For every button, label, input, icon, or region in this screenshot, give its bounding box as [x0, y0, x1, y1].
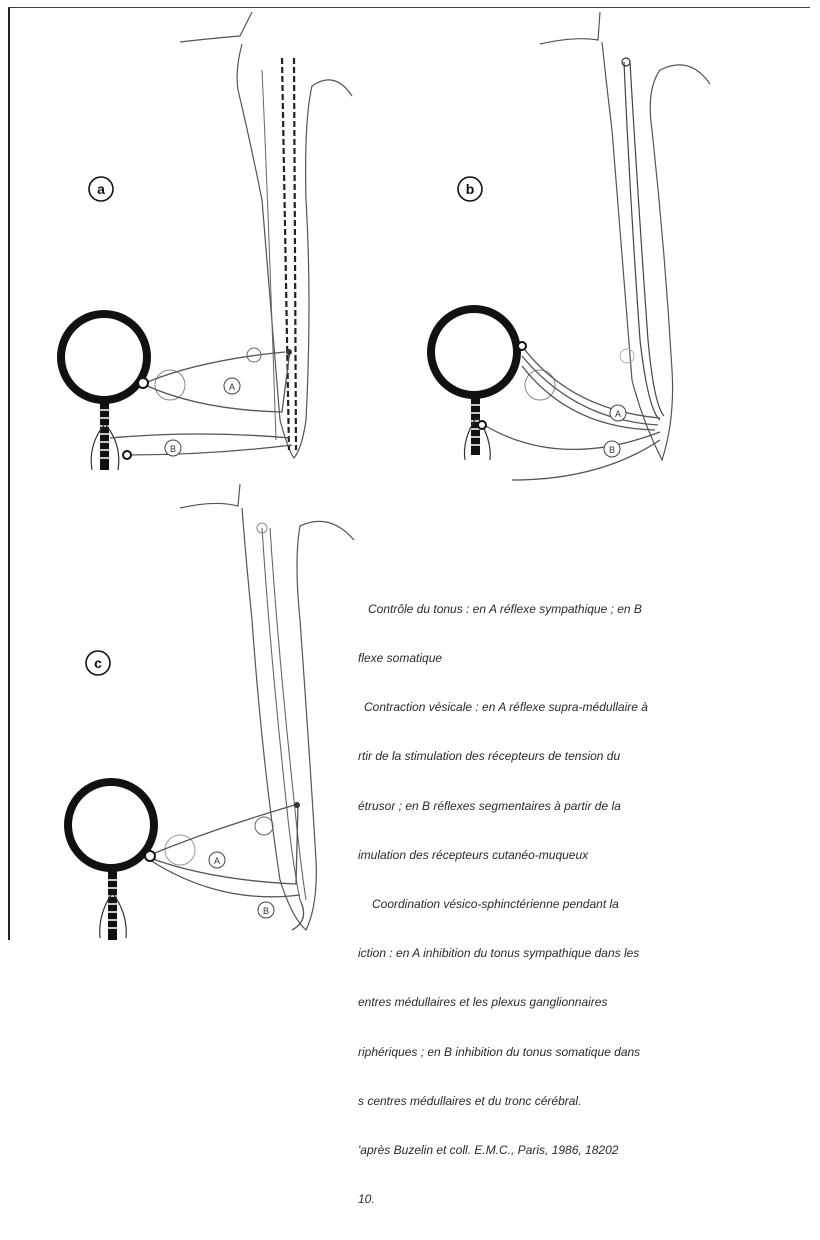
caption-line: étrusor ; en B réflexes segmentaires à p…	[352, 798, 770, 814]
panel-b-node-bladder	[518, 342, 526, 350]
panel-b-pathway-b-label: B	[609, 445, 615, 455]
panel-b: A B b	[431, 12, 710, 480]
caption-line: Contrôle du tonus : en A réflexe sympath…	[352, 601, 770, 617]
caption-line: riphériques ; en B inhibition du tonus s…	[352, 1044, 770, 1060]
caption-line: Coordination vésico-sphinctérienne penda…	[352, 896, 770, 912]
panel-c-pathway-b-label: B	[263, 906, 269, 916]
panel-c-bladder	[68, 782, 154, 868]
figure-caption: Contrôle du tonus : en A réflexe sympath…	[352, 568, 770, 1240]
caption-line: Contraction vésicale : en A réflexe supr…	[352, 699, 770, 715]
panel-c-central-pathway-1	[262, 528, 300, 900]
panel-c: A B c	[68, 484, 354, 940]
panel-b-reflex-pathways	[522, 346, 660, 430]
panel-a-node-sphincter	[123, 451, 131, 459]
caption-line: flexe somatique	[352, 650, 770, 666]
caption-line: rtir de la stimulation des récepteurs de…	[352, 748, 770, 764]
panel-c-sympathetic-pathway	[150, 804, 298, 884]
panel-b-central-pathway-1	[624, 62, 660, 420]
panel-b-node-sphincter	[478, 421, 486, 429]
panel-b-label: b	[466, 181, 475, 197]
panel-a-pathway-a-label: A	[229, 382, 235, 392]
caption-line: entres médullaires et les plexus ganglio…	[352, 994, 770, 1010]
panel-c-somatic-pathway	[150, 860, 304, 930]
panel-c-relay-node	[255, 817, 273, 835]
panel-b-relay-node	[620, 349, 634, 363]
panel-a-pathway-b-label: B	[170, 444, 176, 454]
panel-a-node-cord	[286, 349, 292, 355]
panel-b-somatic-pathway	[484, 425, 660, 480]
caption-line: imulation des récepteurs cutanéo-muqueux	[352, 847, 770, 863]
panel-a-label: a	[97, 181, 105, 197]
panel-a-dashed-pathway-2	[294, 58, 296, 450]
panel-b-brain-center	[622, 58, 630, 66]
panel-b-bladder	[431, 309, 517, 395]
panel-a-bladder	[61, 314, 147, 400]
caption-line: 'après Buzelin et coll. E.M.C., Paris, 1…	[352, 1142, 770, 1158]
figure: A B a A B	[0, 0, 820, 948]
panel-c-brain-outline	[180, 484, 354, 930]
panel-b-central-pathway-2	[630, 62, 664, 416]
panel-c-node-cord	[294, 802, 300, 808]
panel-a-dashed-pathway-1	[282, 58, 289, 450]
caption-line: s centres médullaires et du tronc cérébr…	[352, 1093, 770, 1109]
panel-a-brain-outline	[180, 12, 352, 458]
panel-a-cord-left-edge	[262, 70, 276, 440]
panel-c-node-bladder	[145, 851, 155, 861]
caption-line: 10.	[352, 1191, 770, 1207]
panel-c-pathway-a-label: A	[214, 856, 220, 866]
panel-a: A B a	[61, 12, 352, 470]
panel-a-bladder-ganglion	[155, 370, 185, 400]
panel-a-node-bladder	[138, 378, 148, 388]
panel-a-sympathetic-pathway	[145, 350, 290, 412]
panel-b-pathway-a-label: A	[615, 409, 621, 419]
panel-c-label: c	[94, 655, 102, 671]
panel-a-somatic-pathway	[110, 434, 292, 455]
